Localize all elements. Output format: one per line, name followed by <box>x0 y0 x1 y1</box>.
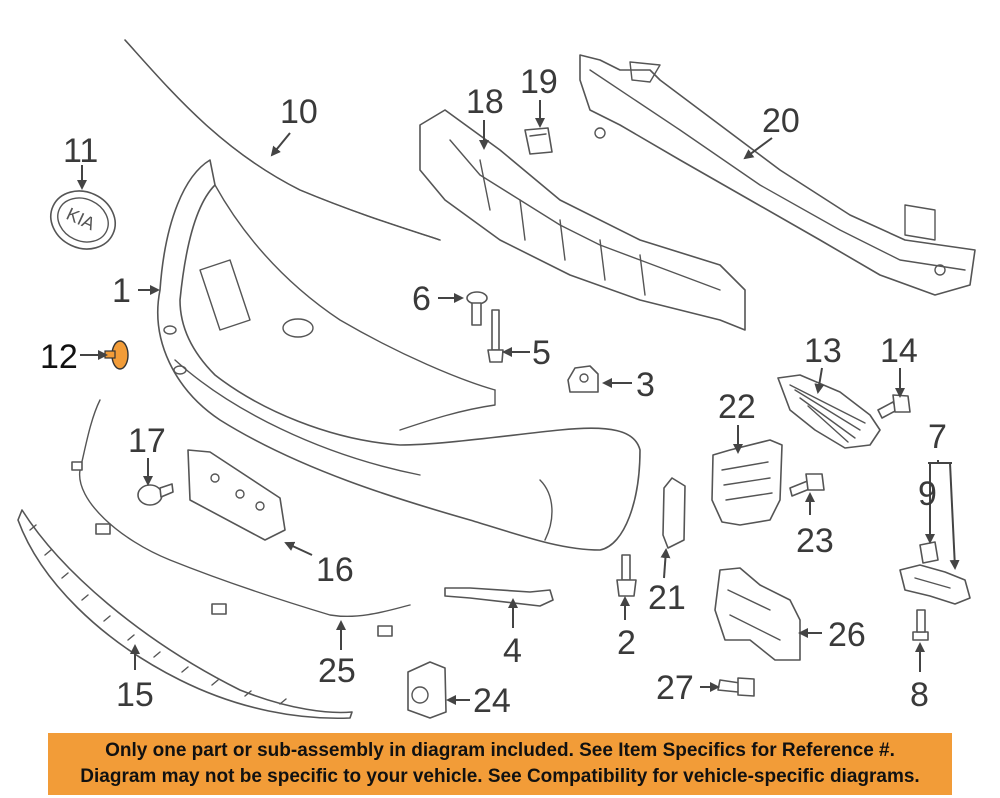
callout-13: 13 <box>804 332 842 370</box>
part-2-screw <box>616 554 637 597</box>
callout-19: 19 <box>520 63 558 101</box>
callout-22: 22 <box>718 388 756 426</box>
part-13-fog-grille <box>777 374 881 449</box>
callout-8: 8 <box>910 676 929 714</box>
callout-17: 17 <box>128 422 166 460</box>
part-17-clip <box>137 483 174 506</box>
part-16-license-bracket <box>187 449 286 541</box>
part-6-push-clip <box>466 291 488 326</box>
part-1-bumper-cover <box>157 159 641 551</box>
callout-11: 11 <box>63 132 98 170</box>
disclaimer-line-2: Diagram may not be specific to your vehi… <box>80 766 920 787</box>
part-9-retainer <box>919 541 939 564</box>
leader-lines <box>77 100 960 705</box>
part-7-side-bracket <box>899 564 971 605</box>
callout-6: 6 <box>412 280 431 318</box>
part-25-wiring-harness <box>71 399 411 637</box>
callout-4: 4 <box>503 632 522 670</box>
part-22-bracket <box>711 439 783 526</box>
part-8-bolt <box>912 609 929 641</box>
part-20-reinforcement-beam <box>579 54 976 296</box>
callout-1: 1 <box>112 272 131 310</box>
part-10-upper-molding <box>124 39 441 241</box>
callout-12: 12 <box>40 338 78 376</box>
callout-21: 21 <box>648 579 686 617</box>
part-23-bolt <box>789 473 825 497</box>
callout-20: 20 <box>762 102 800 140</box>
callout-2: 2 <box>617 624 636 662</box>
callout-9: 9 <box>918 475 937 513</box>
callout-10: 10 <box>280 93 318 131</box>
part-14-screw <box>877 394 911 419</box>
part-5-rivet <box>487 309 504 363</box>
part-18-energy-absorber <box>419 109 746 331</box>
exploded-parts-diagram: KIA <box>17 39 976 720</box>
callout-16: 16 <box>316 551 354 589</box>
callout-24: 24 <box>473 682 511 720</box>
part-15-lower-lip <box>17 509 353 720</box>
callout-15: 15 <box>116 676 154 714</box>
part-12-highlighted-fastener <box>104 340 129 370</box>
callout-25: 25 <box>318 652 356 690</box>
part-19-clip <box>524 127 553 155</box>
callout-5: 5 <box>532 334 551 372</box>
part-26-bracket <box>714 567 801 661</box>
part-11-emblem: KIA <box>50 190 116 250</box>
disclaimer-line-1: Only one part or sub-assembly in diagram… <box>105 740 895 761</box>
part-4-molding <box>444 587 554 607</box>
callout-26: 26 <box>828 616 866 654</box>
callout-27: 27 <box>656 669 694 707</box>
callout-7: 7 <box>928 418 947 456</box>
part-3-nut-clip <box>567 365 599 393</box>
part-24-parking-sensor <box>407 661 447 719</box>
callout-14: 14 <box>880 332 918 370</box>
callout-18: 18 <box>466 83 504 121</box>
callout-3: 3 <box>636 366 655 404</box>
callout-23: 23 <box>796 522 834 560</box>
part-21-bracket <box>662 477 686 549</box>
disclaimer-banner: Only one part or sub-assembly in diagram… <box>48 733 952 795</box>
callout-labels: 10 11 1 12 18 19 20 6 5 3 13 14 22 7 17 … <box>40 63 947 720</box>
part-27-bolt <box>717 677 755 697</box>
